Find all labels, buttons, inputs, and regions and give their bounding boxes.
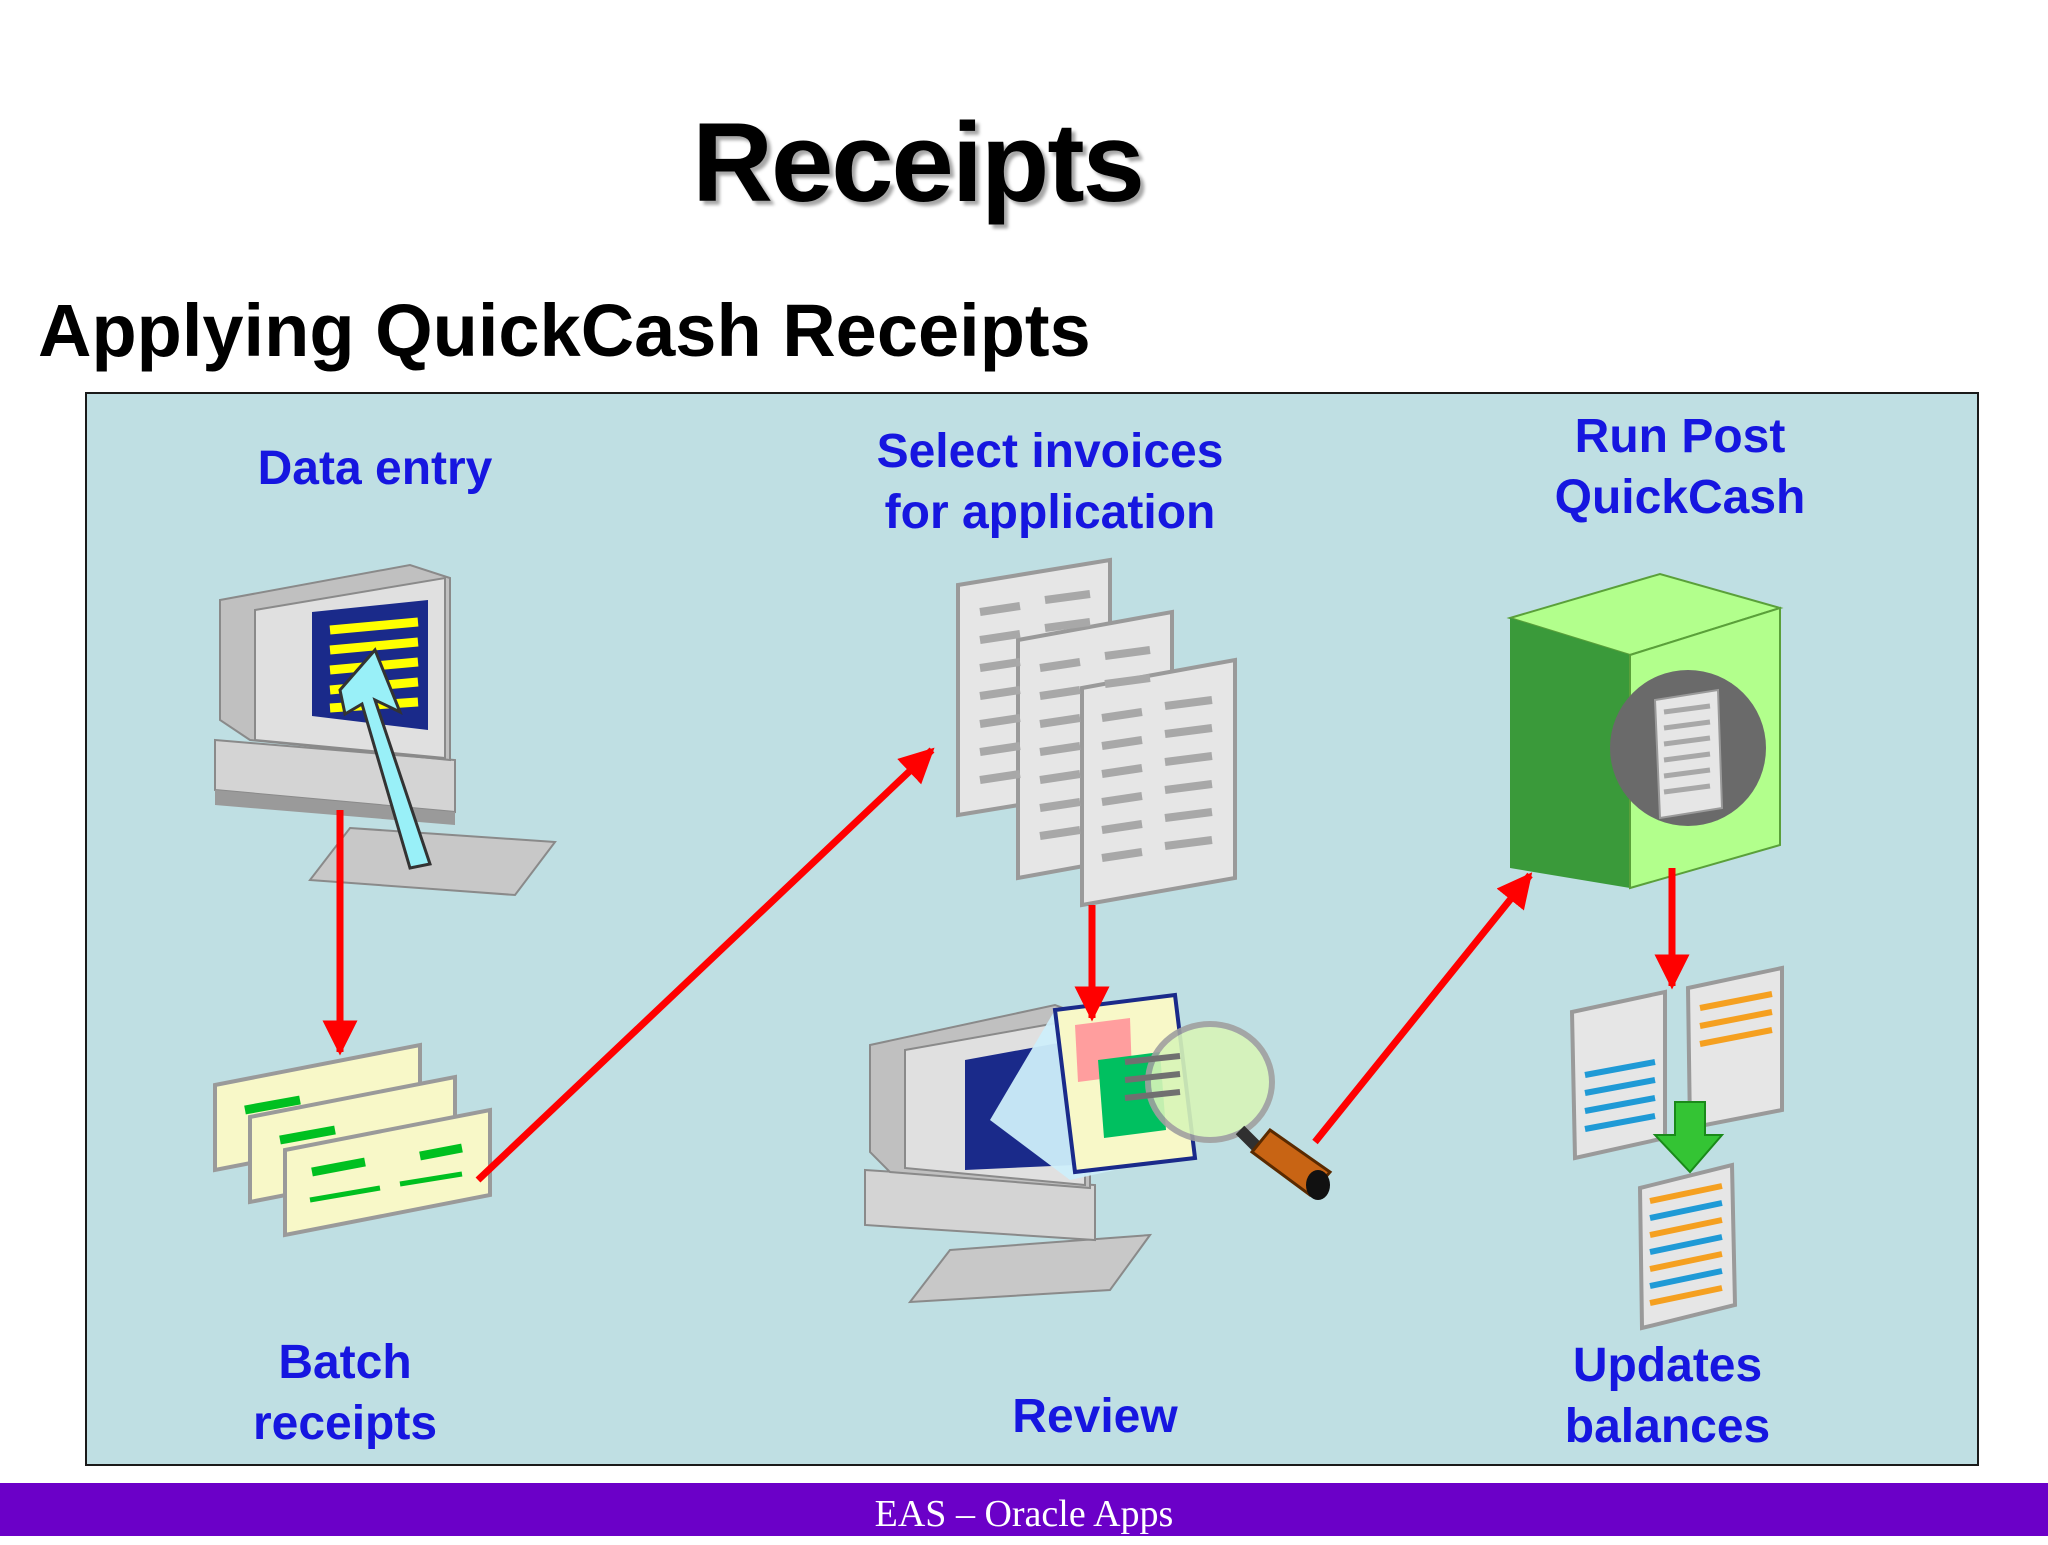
- balances-documents-icon: [1569, 965, 1784, 1331]
- label-batch-receipts: Batch receipts: [252, 1336, 438, 1450]
- computer-icon: [214, 563, 557, 897]
- label-review: Review: [1012, 1390, 1178, 1443]
- label-run-post-quickcash: Run Post QuickCash: [1554, 410, 1806, 524]
- review-computer-icon: [864, 992, 1333, 1304]
- footer-bar: EAS – Oracle Apps: [0, 1483, 2048, 1536]
- arrow-batch-to-select: [475, 747, 935, 1183]
- receipts-icon: [213, 1042, 492, 1238]
- invoices-icon: [956, 557, 1237, 908]
- label-data-entry: Data entry: [257, 442, 493, 495]
- slide-subtitle: Applying QuickCash Receipts: [38, 289, 1091, 372]
- slide-title: Receipts: [692, 100, 1145, 225]
- quickcash-box-icon: [1506, 572, 1784, 890]
- arrow-review-to-post: [1312, 872, 1533, 1145]
- label-updates-balances: Updates balances: [1564, 1339, 1771, 1453]
- label-select-invoices: Select invoices for application: [876, 425, 1224, 539]
- footer-text: EAS – Oracle Apps: [874, 1493, 1174, 1535]
